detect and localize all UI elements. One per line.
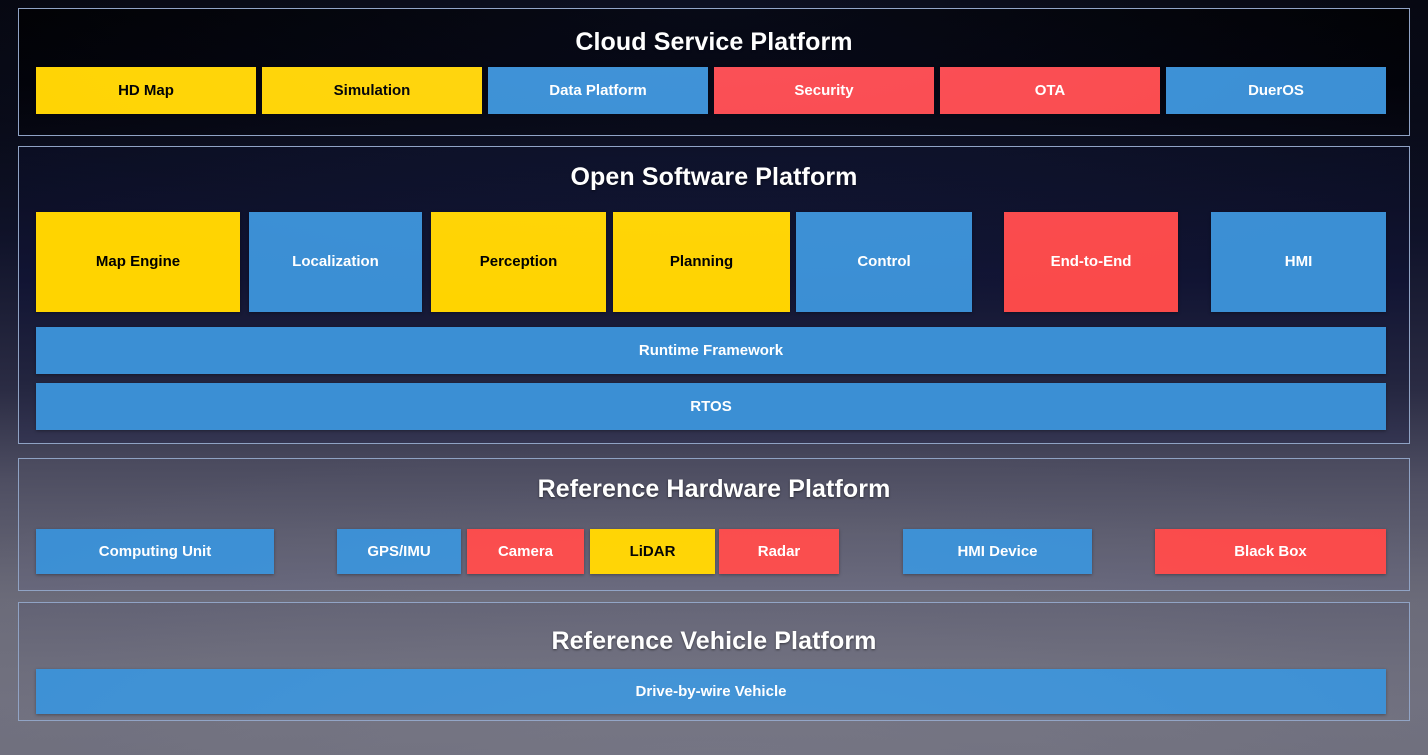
box-label: LiDAR bbox=[629, 542, 676, 560]
box-drive-by-wire-vehicle[interactable]: Drive-by-wire Vehicle bbox=[36, 669, 1386, 714]
box-label: DuerOS bbox=[1248, 81, 1304, 99]
box-end-to-end[interactable]: End-to-End bbox=[1004, 212, 1178, 312]
box-label: Security bbox=[794, 81, 854, 99]
box-lidar[interactable]: LiDAR bbox=[590, 529, 715, 574]
box-label: Camera bbox=[497, 542, 554, 560]
box-label: Black Box bbox=[1234, 542, 1307, 560]
box-label: Localization bbox=[292, 253, 379, 271]
box-perception[interactable]: Perception bbox=[431, 212, 606, 312]
box-label: Control bbox=[857, 253, 911, 271]
box-label: Planning bbox=[669, 253, 734, 271]
box-label: OTA bbox=[1034, 81, 1066, 99]
box-gps-imu[interactable]: GPS/IMU bbox=[337, 529, 461, 574]
box-runtime-framework[interactable]: Runtime Framework bbox=[36, 327, 1386, 374]
box-ota[interactable]: OTA bbox=[940, 67, 1160, 114]
box-label: Perception bbox=[479, 253, 558, 271]
box-hd-map[interactable]: HD Map bbox=[36, 67, 256, 114]
layer-title-open-software-platform: Open Software Platform bbox=[570, 163, 858, 191]
box-dueros[interactable]: DuerOS bbox=[1166, 67, 1386, 114]
box-hmi-device[interactable]: HMI Device bbox=[903, 529, 1092, 574]
box-data-platform[interactable]: Data Platform bbox=[488, 67, 708, 114]
box-black-box[interactable]: Black Box bbox=[1155, 529, 1386, 574]
box-map-engine[interactable]: Map Engine bbox=[36, 212, 240, 312]
box-simulation[interactable]: Simulation bbox=[262, 67, 482, 114]
box-label: End-to-End bbox=[1050, 253, 1132, 271]
box-label: HMI bbox=[1284, 253, 1313, 271]
box-label: Map Engine bbox=[95, 253, 181, 271]
box-label: HMI Device bbox=[957, 542, 1038, 560]
box-label: GPS/IMU bbox=[367, 542, 431, 560]
box-control[interactable]: Control bbox=[796, 212, 972, 312]
box-hmi[interactable]: HMI bbox=[1211, 212, 1386, 312]
box-label: Radar bbox=[757, 542, 801, 560]
box-planning[interactable]: Planning bbox=[613, 212, 790, 312]
box-label: Runtime Framework bbox=[638, 341, 784, 359]
box-localization[interactable]: Localization bbox=[249, 212, 422, 312]
box-security[interactable]: Security bbox=[714, 67, 934, 114]
box-label: RTOS bbox=[690, 397, 732, 415]
box-camera[interactable]: Camera bbox=[467, 529, 584, 574]
box-label: Simulation bbox=[333, 81, 411, 99]
layer-title-reference-hardware-platform: Reference Hardware Platform bbox=[537, 475, 891, 503]
box-label: Data Platform bbox=[549, 81, 647, 99]
box-label: HD Map bbox=[118, 81, 174, 99]
box-label: Computing Unit bbox=[98, 542, 212, 560]
box-computing-unit[interactable]: Computing Unit bbox=[36, 529, 274, 574]
layer-title-cloud-service-platform: Cloud Service Platform bbox=[575, 28, 853, 56]
layer-title-reference-vehicle-platform: Reference Vehicle Platform bbox=[551, 627, 877, 655]
box-label: Drive-by-wire Vehicle bbox=[635, 682, 787, 700]
box-radar[interactable]: Radar bbox=[719, 529, 839, 574]
box-rtos[interactable]: RTOS bbox=[36, 383, 1386, 430]
